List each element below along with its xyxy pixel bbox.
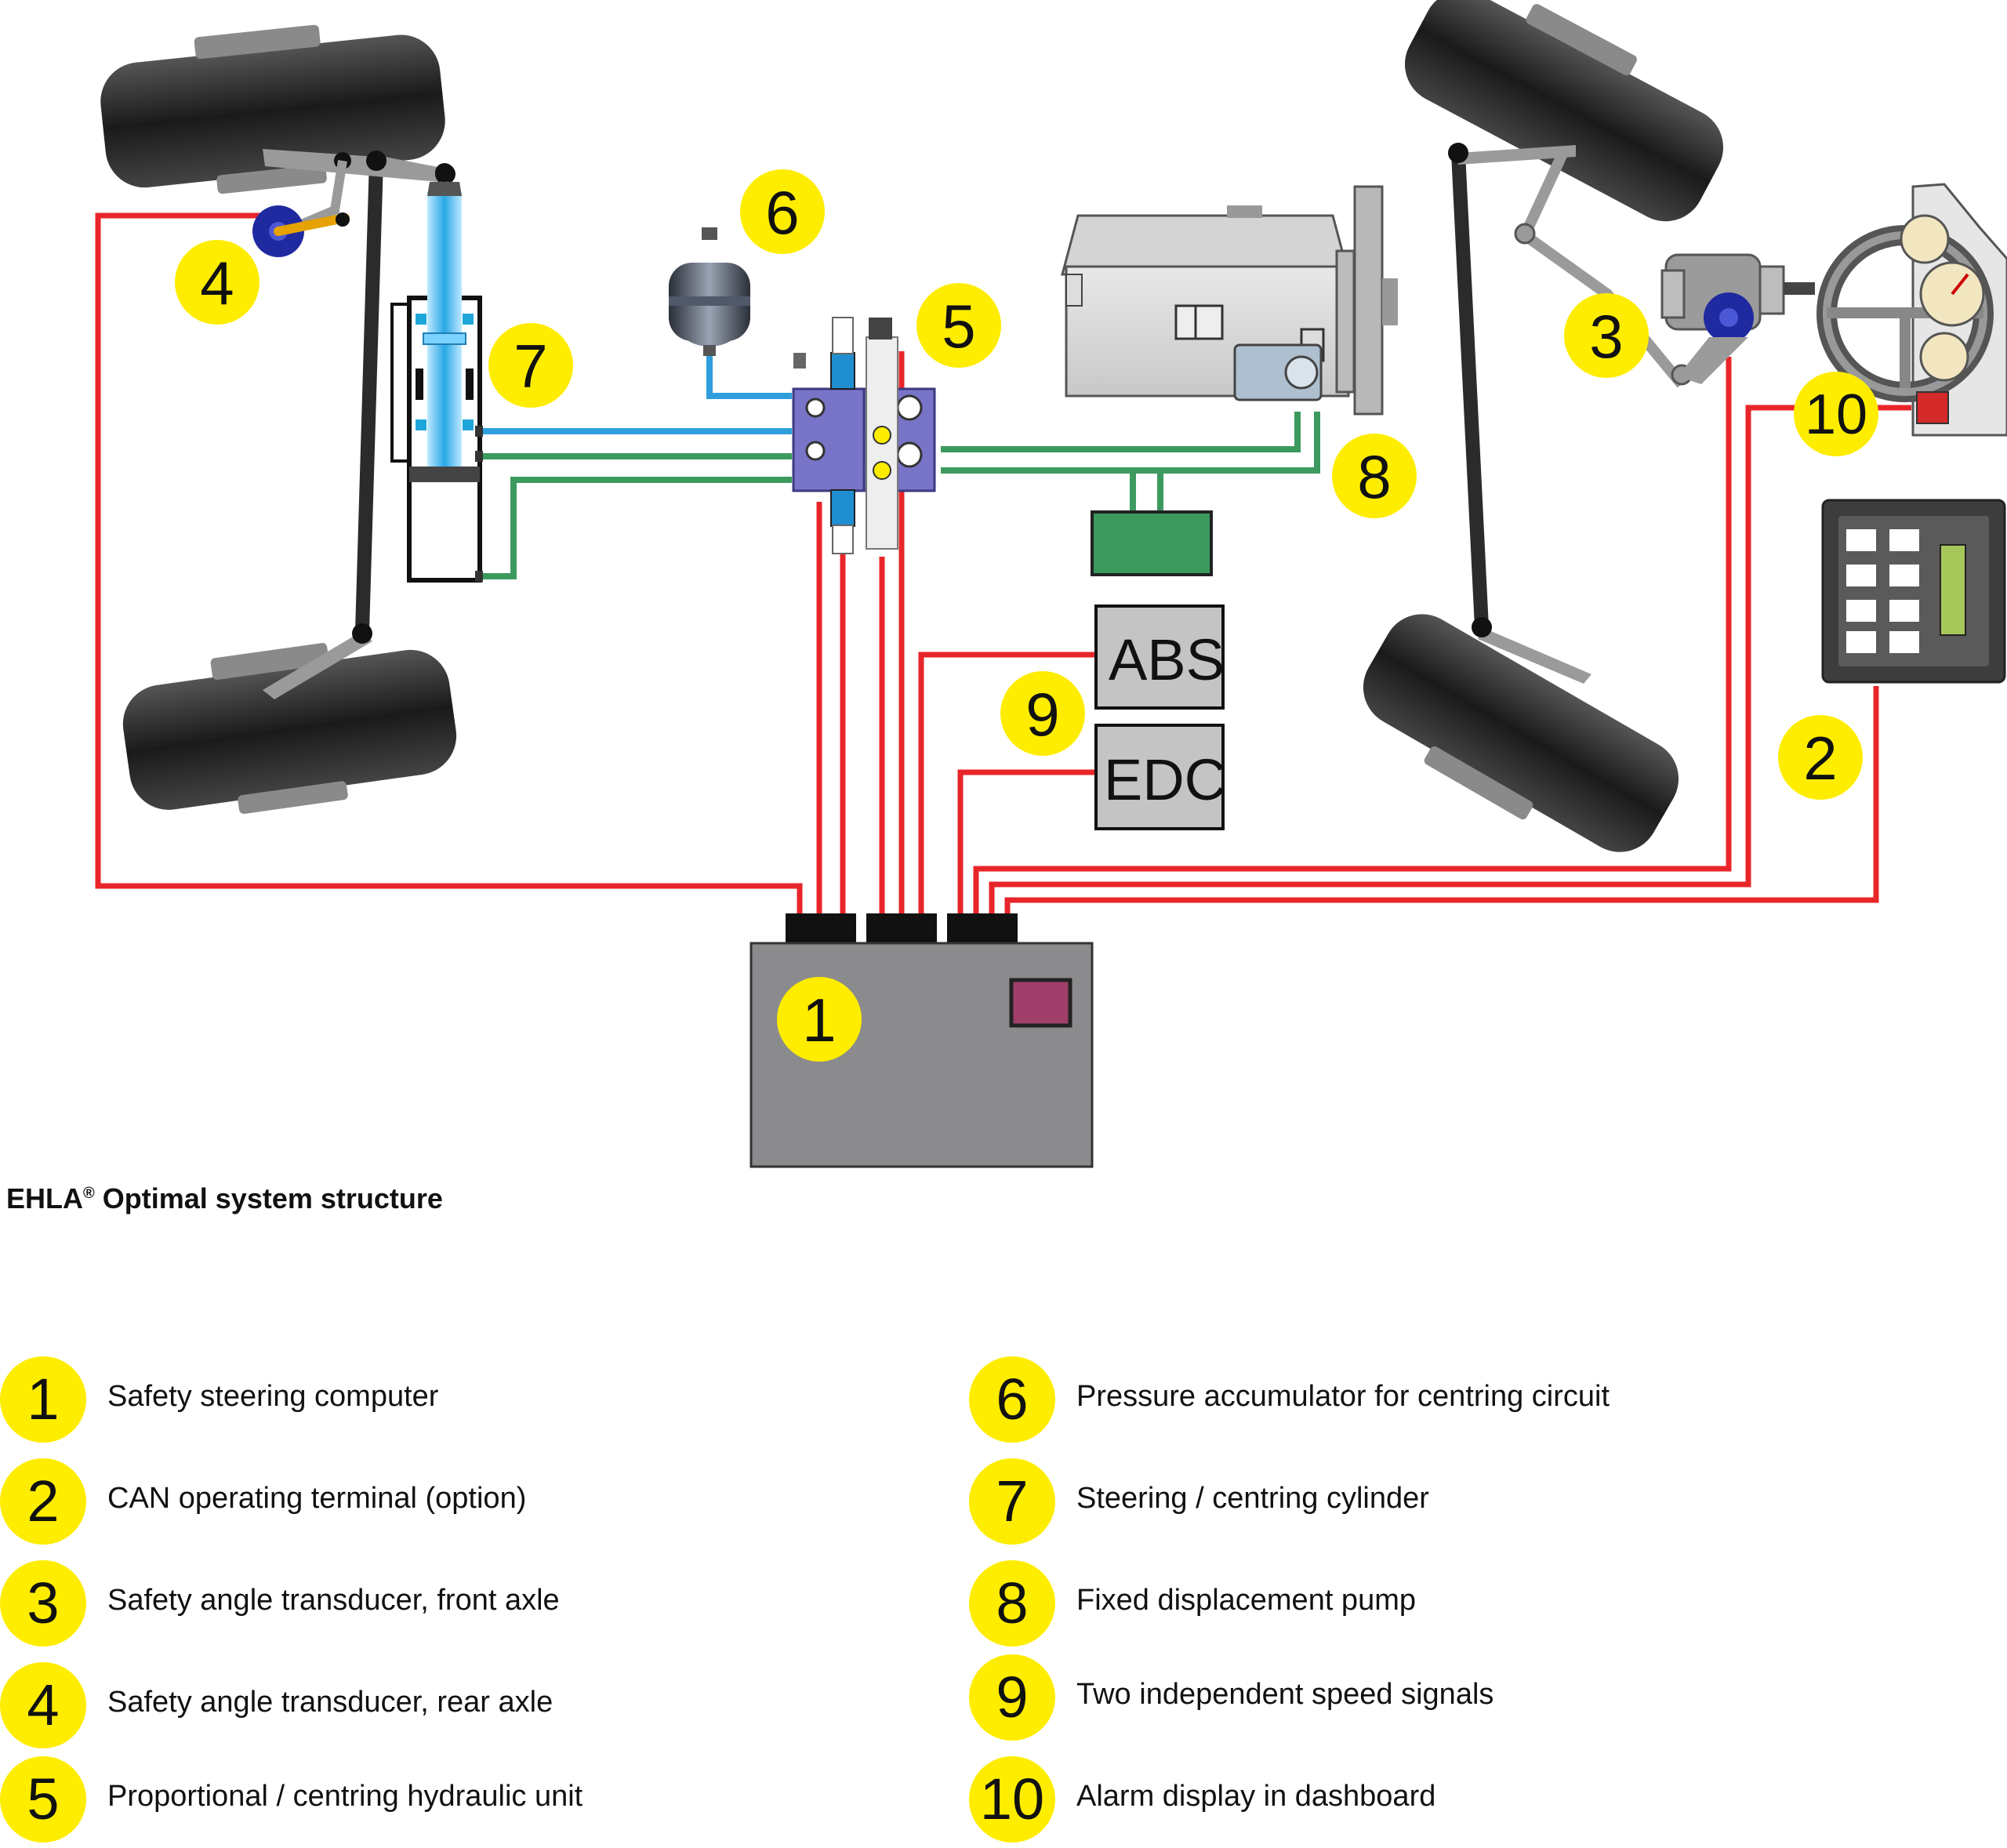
system-diagram: ABS EDC 1 2 3 4 5 6 7 8 9 10 — [95, 0, 2007, 1168]
speed-signal-boxes — [1094, 605, 1225, 830]
legend-number: 7 — [969, 1458, 1055, 1545]
legend-number: 2 — [0, 1458, 86, 1545]
callout-7: 7 — [488, 323, 573, 408]
callout-8: 8 — [1332, 434, 1417, 518]
legend-label: Fixed displacement pump — [1076, 1584, 1416, 1617]
hydraulic-hoses — [480, 353, 1320, 579]
hydraulic-unit — [792, 317, 936, 554]
legend-number: 4 — [0, 1662, 86, 1748]
legend-item: 7 Steering / centring cylinder — [969, 1458, 1910, 1545]
svg-text:5: 5 — [942, 292, 975, 361]
legend-item: 2 CAN operating terminal (option) — [0, 1458, 941, 1545]
pressure-accumulator — [669, 227, 750, 356]
legend-number: 6 — [969, 1356, 1055, 1443]
svg-text:7: 7 — [514, 332, 547, 401]
legend-number: 10 — [969, 1756, 1055, 1843]
legend-number: 3 — [0, 1560, 86, 1646]
can-terminal — [1821, 499, 2006, 684]
callout-3: 3 — [1564, 293, 1649, 378]
legend-item: 1 Safety steering computer — [0, 1356, 941, 1443]
rear-angle-transducer — [252, 205, 350, 257]
legend-label: Safety angle transducer, front axle — [107, 1584, 560, 1617]
legend-number: 1 — [0, 1356, 86, 1443]
legend-label: CAN operating terminal (option) — [107, 1482, 527, 1515]
svg-text:3: 3 — [1589, 302, 1623, 371]
front-angle-transducer — [1660, 253, 1815, 384]
callout-10: 10 — [1794, 372, 1878, 456]
engine-pump — [1061, 185, 1398, 416]
svg-text:8: 8 — [1357, 442, 1391, 511]
legend-item: 5 Proportional / centring hydraulic unit — [0, 1756, 941, 1843]
svg-text:6: 6 — [765, 178, 799, 247]
svg-text:9: 9 — [1025, 680, 1059, 749]
legend-item: 8 Fixed displacement pump — [969, 1560, 1910, 1646]
callouts: 1 2 3 4 5 6 7 8 9 10 — [175, 169, 1878, 1062]
callout-9: 9 — [1000, 671, 1085, 756]
legend-label: Alarm display in dashboard — [1076, 1780, 1436, 1813]
steering-cylinder — [390, 163, 483, 583]
callout-6: 6 — [740, 169, 825, 254]
legend-number: 9 — [969, 1654, 1055, 1741]
callout-5: 5 — [916, 283, 1001, 368]
legend-number: 5 — [0, 1756, 86, 1843]
oil-tank — [1091, 510, 1213, 576]
diagram-title: EHLA® Optimal system structure — [6, 1182, 443, 1214]
svg-text:10: 10 — [1805, 383, 1867, 446]
callout-4: 4 — [175, 240, 259, 325]
legend-item: 4 Safety angle transducer, rear axle — [0, 1662, 941, 1748]
svg-text:2: 2 — [1803, 724, 1837, 793]
legend-item: 9 Two independent speed signals — [969, 1654, 1910, 1741]
svg-text:1: 1 — [802, 986, 836, 1055]
svg-text:4: 4 — [200, 249, 234, 318]
legend-label: Two independent speed signals — [1076, 1678, 1494, 1711]
legend-number: 8 — [969, 1560, 1055, 1646]
front-axle — [1363, 0, 1724, 852]
legend-label: Steering / centring cylinder — [1076, 1482, 1429, 1515]
callout-1: 1 — [777, 977, 862, 1062]
legend-label: Safety steering computer — [107, 1380, 439, 1413]
callout-2: 2 — [1778, 715, 1863, 800]
legend-item: 3 Safety angle transducer, front axle — [0, 1560, 941, 1646]
legend-label: Safety angle transducer, rear axle — [107, 1686, 553, 1719]
abs-label: ABS — [1109, 627, 1225, 692]
dashboard — [1816, 183, 2007, 437]
edc-label: EDC — [1104, 747, 1226, 812]
legend-item: 6 Pressure accumulator for centring circ… — [969, 1356, 1910, 1443]
legend: 1 Safety steering computer 2 CAN operati… — [0, 1356, 2007, 1843]
legend-label: Proportional / centring hydraulic unit — [107, 1780, 583, 1813]
legend-item: 10 Alarm display in dashboard — [969, 1756, 1910, 1843]
legend-label: Pressure accumulator for centring circui… — [1076, 1380, 1610, 1413]
